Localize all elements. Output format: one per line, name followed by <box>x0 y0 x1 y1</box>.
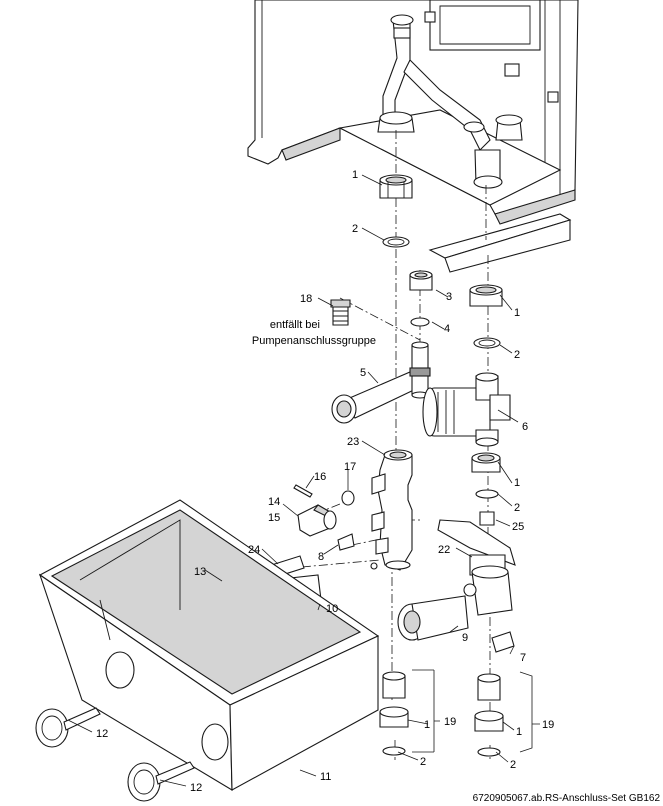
callout-2-mid: 2 <box>514 502 520 514</box>
gasket-mid <box>475 489 499 499</box>
thermometer-right <box>127 761 195 802</box>
callout-3: 3 <box>446 291 452 303</box>
callout-2-set-right: 2 <box>510 759 516 771</box>
callout-1-set-left: 1 <box>424 719 430 731</box>
callout-22: 22 <box>438 544 450 556</box>
nut-small <box>409 270 433 291</box>
gasket-right <box>473 337 501 349</box>
pin <box>293 484 313 498</box>
housing-rail-front <box>444 219 571 273</box>
callout-12-right: 12 <box>190 782 202 794</box>
drain-valve <box>491 631 515 653</box>
note-line-2: Pumpenanschlussgruppe <box>252 335 376 347</box>
insulation-shell-right <box>397 595 469 641</box>
callout-13: 13 <box>194 566 206 578</box>
fitting <box>479 511 495 526</box>
callout-7: 7 <box>520 652 526 664</box>
leader-lines <box>67 174 540 787</box>
callout-6: 6 <box>522 421 528 433</box>
callout-16: 16 <box>314 471 326 483</box>
callout-15: 15 <box>268 512 280 524</box>
callout-1-set-right: 1 <box>516 726 522 738</box>
note-line-1: entfällt bei <box>270 319 320 331</box>
callout-4: 4 <box>444 323 450 335</box>
note-block: entfällt bei Pumpenanschlussgruppe <box>252 319 376 347</box>
callout-23: 23 <box>347 436 359 448</box>
callout-11: 11 <box>320 771 331 783</box>
distribution-manifold <box>371 449 413 571</box>
callout-2: 2 <box>352 223 358 235</box>
mounting-box <box>38 499 380 791</box>
thermometer-left <box>35 707 101 748</box>
union-nut-mid <box>471 452 501 473</box>
boiler-pipe-left <box>377 14 415 133</box>
callout-2-set-left: 2 <box>420 756 426 768</box>
callout-24: 24 <box>248 544 260 556</box>
screw <box>370 562 378 570</box>
gasket <box>382 236 410 248</box>
callout-1: 1 <box>352 169 358 181</box>
figure-caption: 6720905067.ab.RS-Anschluss-Set GB162 <box>473 793 661 804</box>
callout-9: 9 <box>462 632 468 644</box>
valve-body <box>297 504 337 537</box>
callout-2-right: 2 <box>514 349 520 361</box>
callout-18: 18 <box>300 293 312 305</box>
callout-1-right: 1 <box>514 307 520 319</box>
callout-labels: 1 2 3 4 1 2 18 5 6 23 17 16 1 2 14 15 25… <box>96 169 554 794</box>
callout-10: 10 <box>326 603 338 615</box>
plug-fitting <box>330 299 351 326</box>
ball-valve <box>463 565 513 616</box>
boiler-pipe-right <box>403 59 523 189</box>
callout-19-right: 19 <box>542 719 554 731</box>
callout-25: 25 <box>512 521 524 533</box>
connection-pipe <box>331 341 431 424</box>
boiler-housing <box>247 0 579 225</box>
callout-14: 14 <box>268 496 280 508</box>
callout-5: 5 <box>360 367 366 379</box>
circulation-pump <box>422 372 511 447</box>
union-nut <box>379 174 413 199</box>
union-nut-right <box>469 284 503 307</box>
washer <box>341 490 355 506</box>
callout-8: 8 <box>318 551 324 563</box>
set-right <box>474 673 504 757</box>
callout-17: 17 <box>344 461 356 473</box>
callout-12-left: 12 <box>96 728 108 740</box>
o-ring <box>410 317 430 327</box>
callout-19-left: 19 <box>444 716 456 728</box>
callout-1-mid: 1 <box>514 477 520 489</box>
small-valve <box>337 533 355 551</box>
set-left <box>379 671 409 756</box>
